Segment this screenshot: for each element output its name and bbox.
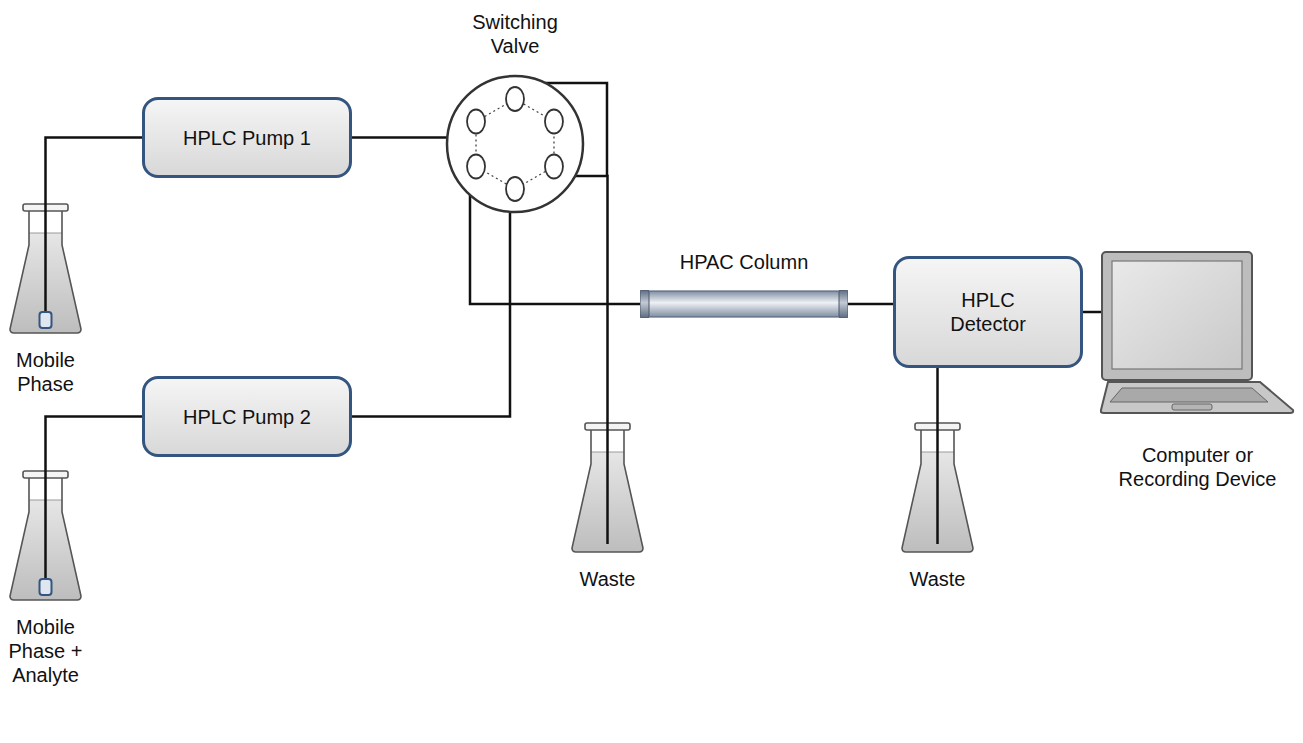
flask-label: Mobile Phase — [4, 348, 88, 396]
screen-frame — [1102, 252, 1252, 380]
keyboard-base — [1101, 382, 1293, 413]
tube — [606, 422, 609, 544]
column-cap — [839, 290, 848, 318]
column-cap — [640, 290, 649, 318]
tubing-connector — [352, 212, 510, 417]
valve-port — [506, 87, 524, 111]
valve-label: Switching Valve — [460, 10, 570, 58]
computer-symbol — [1100, 250, 1295, 415]
tubing-connector — [848, 303, 893, 306]
tubing-connector — [470, 195, 640, 304]
flask-symbol — [8, 470, 83, 601]
screen — [1112, 261, 1242, 369]
keyboard — [1110, 388, 1268, 402]
tubing-connector — [46, 417, 143, 471]
flask-symbol — [8, 203, 83, 334]
pump-box: HPLC Pump 1 — [142, 97, 352, 178]
tubing-connector — [936, 368, 939, 422]
computer-device: Computer or Recording Device — [1100, 250, 1295, 491]
touchpad — [1172, 404, 1212, 410]
pump-box: HPLC Pump 2 — [142, 376, 352, 457]
flask-label: Waste — [566, 567, 650, 591]
box-label-group: HPLC Pump 1 — [183, 126, 311, 150]
column-body — [644, 291, 844, 317]
valve-port — [545, 110, 563, 134]
computer-label: Computer or Recording Device — [1103, 443, 1293, 491]
mobile-phase-analyte-flask: Mobile Phase + Analyte — [8, 470, 83, 687]
valve-port — [467, 155, 485, 179]
box-label: HPLC Pump 1 — [183, 126, 311, 150]
detector-box: HPLC Detector — [893, 256, 1083, 368]
flask-symbol — [900, 422, 975, 553]
waste-flask: Waste — [570, 422, 645, 591]
tubing-connector — [352, 136, 447, 139]
valve-body — [447, 76, 583, 212]
tubing-connector — [46, 138, 143, 204]
tube — [44, 470, 47, 580]
tube — [936, 422, 939, 544]
valve-symbol — [445, 74, 585, 214]
flask-label: Mobile Phase + Analyte — [4, 615, 88, 687]
valve-port — [506, 177, 524, 201]
mobile-phase-flask: Mobile Phase — [8, 203, 83, 396]
tubing-connector — [1083, 311, 1102, 314]
tubing-connector — [575, 176, 608, 422]
inlet-filter — [40, 312, 52, 328]
inlet-filter — [40, 579, 52, 595]
box-label-group: HPLC Pump 2 — [183, 405, 311, 429]
box-label-group: HPLC Detector — [933, 288, 1043, 336]
hpac-column: HPAC Column — [640, 250, 848, 318]
column-symbol — [640, 290, 848, 318]
box-label: HPLC Pump 2 — [183, 405, 311, 429]
waste-flask: Waste — [900, 422, 975, 591]
tube — [44, 203, 47, 313]
box-label: HPLC Detector — [933, 288, 1043, 336]
flask-symbol — [570, 422, 645, 553]
column-label: HPAC Column — [680, 250, 809, 274]
switching-valve: Switching Valve — [445, 10, 585, 220]
valve-port — [467, 110, 485, 134]
flask-label: Waste — [896, 567, 980, 591]
valve-port — [545, 155, 563, 179]
